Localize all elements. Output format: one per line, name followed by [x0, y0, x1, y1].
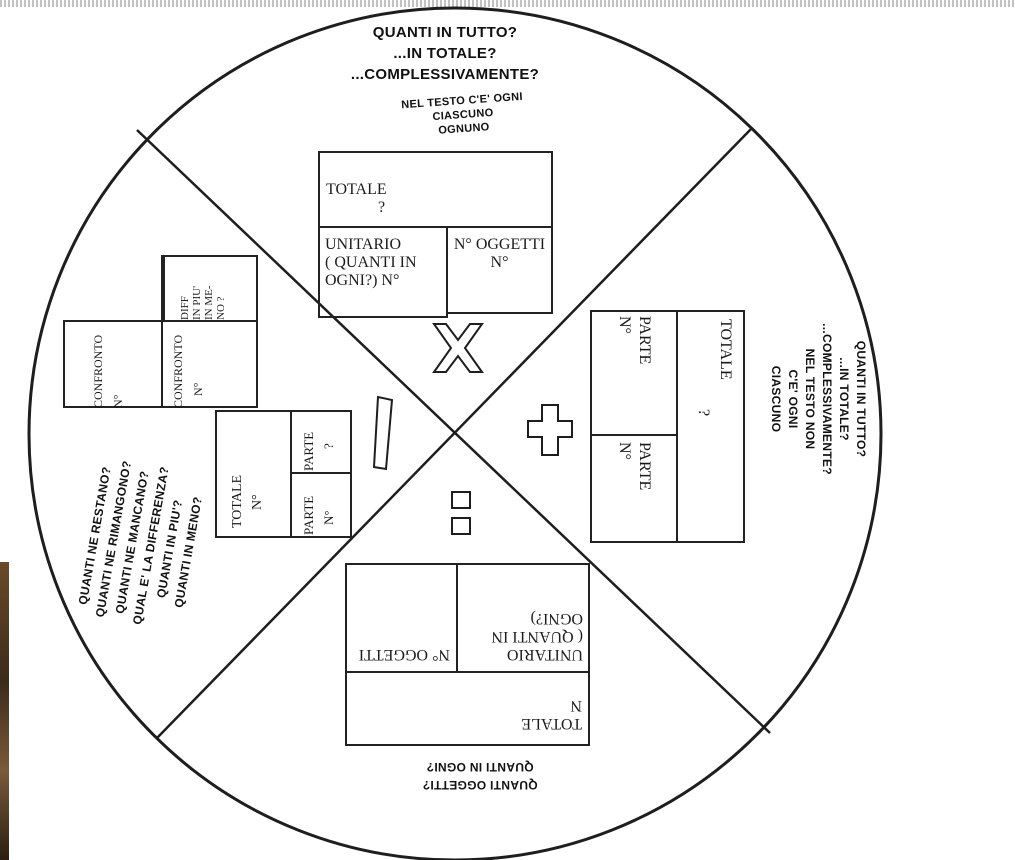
bottom-heading: QUANTI OGGETTI? QUANTI IN OGNI?	[380, 758, 580, 794]
bottom-heading-line-1: QUANTI OGGETTI?	[422, 778, 538, 792]
top-heading-line-1: QUANTI IN TUTTO?	[372, 24, 518, 41]
right-part1-label: PARTE	[636, 316, 653, 365]
bottom-objects-label: N° OGGETTI	[358, 646, 450, 663]
comparison-diff-cell	[163, 255, 258, 322]
top-total-cell: TOTALE ?	[318, 151, 553, 228]
right-total-text: TOTALE ?	[686, 317, 736, 537]
top-total-value: ?	[378, 199, 386, 216]
right-heading-line-5: C'E' OGNI	[786, 369, 800, 429]
divider-ne-sw	[156, 127, 753, 739]
subtraction-hdivider	[290, 472, 352, 474]
sub-part1-label: PARTE	[301, 431, 316, 471]
right-part1-value: N°	[616, 316, 633, 334]
diff-text: DIFF IN PIU' IN ME- NO ?	[179, 256, 231, 320]
right-part2-label: PARTE	[636, 442, 653, 491]
diff-line-3: IN ME-	[203, 285, 215, 320]
top-objects-cell: N° OGGETTI N°	[446, 226, 553, 314]
top-heading-line-2: ...IN TOTALE?	[393, 45, 497, 62]
sub-total-label: TOTALE	[230, 474, 245, 528]
top-objects-value: N°	[490, 254, 509, 271]
conf1-text: CONFRONTO N°	[88, 320, 132, 408]
conf2-label: CONFRONTO	[171, 334, 185, 408]
top-objects-label: N° OGGETTI	[453, 236, 546, 253]
top-total-label: TOTALE	[326, 181, 387, 198]
right-heading-line-1: QUANTI IN TUTTO?	[854, 340, 868, 458]
top-heading: QUANTI IN TUTTO? ...IN TOTALE? ...COMPLE…	[325, 22, 565, 85]
bottom-unit-cell: UNITARIO ( QUANTI IN OGNI?)	[456, 563, 590, 673]
right-part1-text: PARTE N°	[611, 312, 655, 432]
right-part2-value: N°	[616, 442, 633, 460]
bottom-total-label: TOTALE	[521, 715, 582, 732]
multiply-sign-icon	[432, 323, 484, 373]
bottom-heading-line-2: QUANTI IN OGNI?	[426, 760, 534, 774]
bottom-problem-box: TOTALE N UNITARIO ( QUANTI IN OGNI?) N° …	[345, 563, 590, 746]
diff-line-4: NO ?	[215, 296, 227, 320]
sub-part2-text: PARTE N°	[299, 475, 343, 535]
bottom-unit-line-1: UNITARIO	[506, 646, 583, 663]
divider-nw-se	[136, 129, 771, 734]
sub-total-text: TOTALE N°	[228, 414, 276, 534]
sub-part1-value: ?	[321, 443, 336, 449]
bottom-total-value: N	[570, 697, 582, 714]
right-heading-line-2: ...IN TOTALE?	[837, 357, 851, 441]
top-unit-line-3: OGNI?) N°	[325, 272, 400, 289]
diff-line-1: DIFF	[179, 296, 191, 320]
right-box-vdivider	[676, 310, 678, 543]
right-heading-line-6: CIASCUNO	[769, 365, 783, 433]
bottom-unit-line-3: OGNI?)	[530, 610, 583, 627]
plus-sign-icon	[527, 404, 573, 456]
minus-sign-icon	[372, 395, 394, 471]
conf2-text: CONFRONTO N°	[168, 320, 212, 408]
top-dotted-edge	[0, 0, 1015, 7]
sub-part2-label: PARTE	[301, 495, 316, 535]
division-sign-icon	[451, 491, 471, 535]
top-unit-cell: UNITARIO ( QUANTI IN OGNI?) N°	[318, 226, 448, 318]
subtraction-frame	[215, 410, 352, 538]
right-box-hdivider	[590, 434, 678, 436]
right-box-frame	[590, 310, 745, 543]
right-total-label: TOTALE	[717, 319, 734, 380]
top-unit-line-2: ( QUANTI IN	[325, 254, 417, 271]
top-heading-line-3: ...COMPLESSIVAMENTE?	[350, 66, 540, 83]
subtraction-vdivider	[290, 410, 292, 538]
bottom-unit-line-2: ( QUANTI IN	[491, 628, 583, 645]
conf2-value: N°	[191, 382, 205, 396]
sub-part2-value: N°	[321, 510, 336, 525]
bottom-total-cell: TOTALE N	[345, 671, 590, 746]
conf1-label: CONFRONTO	[91, 334, 105, 408]
right-heading: QUANTI IN TUTTO? ...IN TOTALE? ...COMPLE…	[767, 287, 869, 511]
right-heading-line-3: ...COMPLESSIVAMENTE?	[820, 323, 834, 475]
sub-part1-text: PARTE ?	[299, 411, 343, 471]
sub-total-value: N°	[250, 494, 265, 510]
comparison-frame	[63, 320, 258, 408]
diff-line-2: IN PIU'	[191, 285, 203, 320]
background-photo-edge	[0, 562, 9, 860]
right-heading-line-4: NEL TESTO NON	[803, 348, 817, 450]
bottom-objects-cell: N° OGGETTI	[345, 563, 458, 673]
right-total-value: ?	[695, 409, 712, 417]
top-unit-line-1: UNITARIO	[325, 236, 402, 253]
comparison-vdivider	[161, 255, 163, 408]
conf1-value: N°	[111, 394, 125, 408]
right-part2-text: PARTE N°	[611, 430, 655, 550]
